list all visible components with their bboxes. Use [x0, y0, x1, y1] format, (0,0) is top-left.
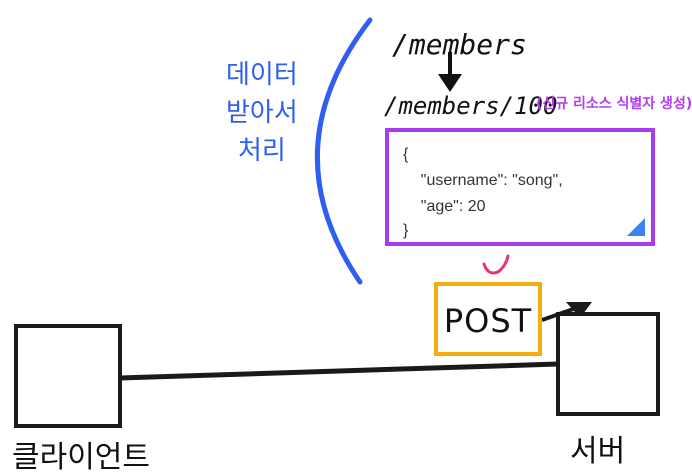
json-line-2: "username": "song",: [403, 172, 563, 189]
check-mark: [482, 254, 510, 275]
down-arrow-head: [438, 74, 462, 92]
side-note-line-2: 받아서: [226, 98, 298, 128]
resize-handle-icon: [627, 218, 645, 236]
post-method-label: POST: [443, 302, 533, 340]
created-resource-note: (신규 리소스 식별자 생성): [536, 96, 692, 112]
post-arrow-head: [566, 302, 592, 318]
client-server-line: [120, 361, 559, 381]
source-endpoint: /members: [392, 28, 527, 61]
created-endpoint: /members/100: [384, 92, 558, 120]
post-method-box: POST: [434, 282, 542, 356]
client-node: [14, 324, 122, 428]
json-line-4: }: [403, 222, 409, 239]
side-note-line-1: 데이터: [226, 60, 298, 90]
side-note-line-3: 처리: [238, 136, 286, 166]
json-line-3: "age": 20: [403, 198, 486, 215]
request-body-box: { "username": "song", "age": 20 }: [385, 128, 655, 246]
server-label: 서버: [570, 434, 626, 469]
blue-bracket-arc: [315, 17, 373, 285]
client-label: 클라이언트: [12, 440, 150, 475]
json-line-1: {: [403, 146, 409, 163]
server-node: [556, 312, 660, 416]
